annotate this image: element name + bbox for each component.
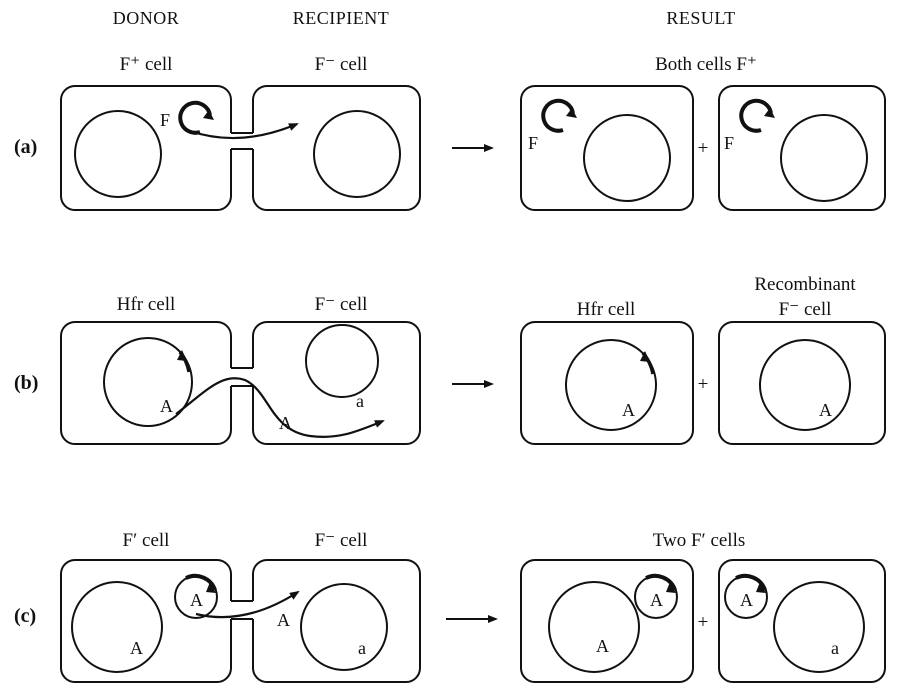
row-a-donor-title: F⁺ cell (120, 54, 173, 75)
row-a-result-left-arrowhead (566, 108, 577, 118)
row-b-donor-chromosome (103, 337, 193, 427)
row-c-result-right-plasmid-gene: A (740, 590, 753, 610)
row-c-result-left-arrowhead (666, 582, 676, 593)
row-a-bridge-fill (229, 133, 255, 149)
row-a-result-left-cell (520, 85, 694, 211)
row-a-recipient-title: F⁻ cell (315, 54, 368, 75)
row-c-plasmid-thick-arc (185, 573, 217, 591)
row-a-result-right-plasmid (739, 98, 773, 133)
row-a-result-right-cell (718, 85, 886, 211)
row-b-recipient-title: F⁻ cell (315, 294, 368, 315)
row-a-result-left-plasmid-label: F (528, 133, 538, 153)
row-a-plus: + (698, 138, 709, 159)
row-c-result-left-chromosome (548, 581, 640, 673)
row-c-result-right-chrom-gene: a (831, 638, 839, 658)
row-a-transfer-arrow (189, 122, 299, 140)
row-b-origin-arrowhead (177, 350, 187, 361)
row-b-result-left-chromosome (565, 339, 657, 431)
row-b-donor-gene: A (160, 396, 173, 416)
row-b-recipient-chromosome (305, 324, 379, 398)
row-a-plasmid-label: F (160, 110, 170, 130)
row-a-result-left-plasmid (541, 98, 575, 133)
row-c-result-left-plasmid-gene: A (650, 590, 663, 610)
row-b-plus: + (698, 374, 709, 395)
row-b-result-right-title-2: F⁻ cell (779, 299, 832, 320)
row-b-result-right-chromosome (759, 339, 851, 431)
row-b-recipient-gene: a (356, 391, 364, 411)
row-b-label: (b) (14, 372, 38, 394)
row-c-result-right-chromosome (773, 581, 865, 673)
row-a-result-right-chromosome (780, 114, 868, 202)
row-b-result-left-gene: A (622, 400, 635, 420)
row-b-origin-mark (178, 350, 191, 373)
row-b-result-right-title-1: Recombinant (754, 274, 856, 295)
row-b-result-left-title: Hfr cell (577, 299, 636, 320)
row-c-transferred-gene: A (277, 610, 290, 630)
header-recipient: RECIPIENT (293, 8, 390, 28)
row-c-plus: + (698, 612, 709, 633)
row-b-result-right-gene: A (819, 400, 832, 420)
row-b-result-origin-arrowhead (640, 351, 650, 362)
row-b-result-left-cell (520, 321, 694, 445)
row-c-label: (c) (14, 605, 36, 627)
row-a-result-left-chromosome (583, 114, 671, 202)
row-b-result-right-cell (718, 321, 886, 445)
row-a-donor-chromosome (74, 110, 162, 198)
row-a-result-right-plasmid-label: F (724, 133, 734, 153)
row-b-donor-title: Hfr cell (117, 294, 176, 315)
row-c-result-left-cell (520, 559, 694, 683)
header-donor: DONOR (113, 8, 180, 28)
row-c-result-title: Two F′ cells (653, 530, 746, 551)
row-b-result-origin-mark (641, 351, 655, 375)
row-c-result-left-thick-arc (645, 573, 677, 591)
row-c-transfer-arrow (195, 590, 300, 619)
header-result: RESULT (666, 8, 735, 28)
row-c-plasmid-arrowhead (206, 582, 216, 593)
row-a-result-right-arrowhead (764, 108, 775, 118)
row-c-donor-cell (60, 559, 232, 683)
row-a-label: (a) (14, 136, 37, 158)
row-c-recipient-chromosome (300, 583, 388, 671)
row-b-transfer-strand (175, 377, 385, 438)
row-c-result-right-cell (718, 559, 886, 683)
row-c-donor-title: F′ cell (123, 530, 170, 551)
row-a-plasmid-arrowhead (203, 110, 214, 120)
row-c-result-right-arrowhead (756, 582, 766, 593)
row-a-result-title: Both cells F⁺ (655, 54, 757, 75)
row-c-chrom-gene: A (130, 638, 143, 658)
row-c-recipient-title: F⁻ cell (315, 530, 368, 551)
row-a-recipient-chromosome (313, 110, 401, 198)
row-c-plasmid-gene: A (190, 590, 203, 610)
row-c-recipient-gene: a (358, 638, 366, 658)
row-c-donor-chromosome (71, 581, 163, 673)
row-c-result-right-thick-arc (735, 573, 767, 591)
row-c-result-left-chrom-gene: A (596, 636, 609, 656)
